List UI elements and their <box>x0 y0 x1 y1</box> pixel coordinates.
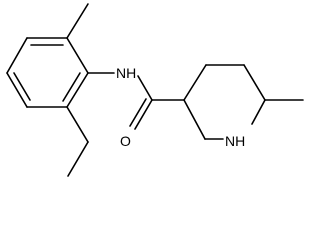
ring-bond <box>251 99 266 125</box>
ring-bond <box>66 72 89 108</box>
ring-double-bond <box>13 72 31 101</box>
ethyl-bond <box>66 106 89 143</box>
carbonyl-double-bond <box>134 99 153 130</box>
molecule-structure-diagram: NH O NH <box>6 3 304 177</box>
ring-double-bond <box>62 72 81 102</box>
ring-bond <box>243 64 266 101</box>
carbonyl-double-bond <box>129 98 147 127</box>
carbonyl-o-label: O <box>120 133 131 149</box>
ring-bond <box>183 99 206 140</box>
nh-carbonyl-bond <box>137 75 153 101</box>
ring-bond <box>6 37 28 74</box>
methyl-bond <box>66 3 89 39</box>
amide-nh-label: NH <box>116 65 136 81</box>
piperidine-ring <box>151 64 266 140</box>
ring-nh-label: NH <box>225 133 245 149</box>
ethyl-bond <box>67 141 89 177</box>
benzene-ring <box>6 37 89 108</box>
ring-bond <box>183 64 207 101</box>
ring-bond <box>66 37 89 74</box>
ring-bond <box>6 72 28 108</box>
